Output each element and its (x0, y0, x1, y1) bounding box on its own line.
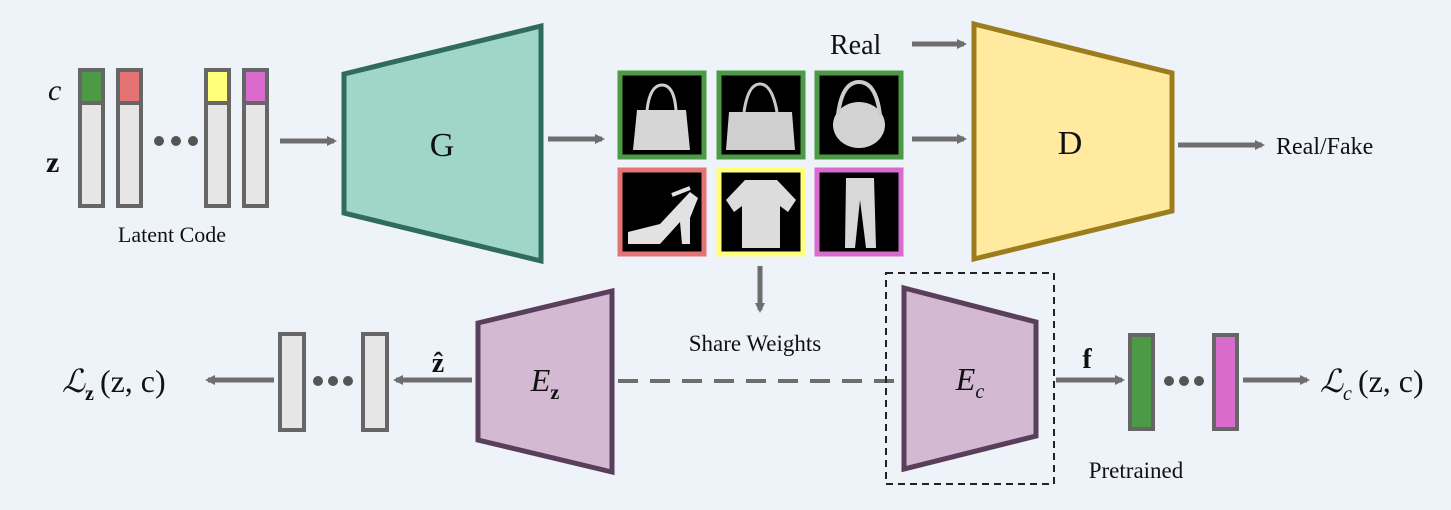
encoder-c-label: Ec (955, 361, 985, 403)
loss-z-label: ℒz(z, c) (62, 363, 166, 405)
latent-vector-1 (78, 68, 105, 208)
c-label: c (48, 74, 61, 107)
sample-handbag-2 (716, 70, 806, 160)
z-hat-label: ẑ (432, 348, 444, 379)
latent-code-c-green (78, 68, 105, 105)
latent-code-c-red (116, 68, 143, 105)
encoder-z-label: Ez (530, 362, 560, 404)
encoder-z-block: Ez (475, 287, 615, 476)
generated-samples (617, 70, 904, 257)
predicted-c-pink (1212, 333, 1239, 431)
generator-block: G (341, 22, 544, 265)
real-label: Real (830, 30, 882, 61)
real-fake-label: Real/Fake (1276, 134, 1373, 160)
loss-c-label: ℒc(z, c) (1320, 363, 1424, 405)
share-weights-label: Share Weights (689, 331, 822, 356)
latent-vector-2 (116, 68, 143, 208)
latent-code: c z Latent Code (46, 68, 269, 247)
sample-trousers (814, 167, 904, 257)
pretrained-label: Pretrained (1089, 458, 1184, 483)
sample-handbag-3 (814, 70, 904, 160)
predicted-c-green (1128, 333, 1155, 431)
discriminator-label: D (1058, 125, 1083, 162)
pretrained-box (885, 272, 1055, 485)
z-label: z (46, 146, 59, 179)
feature-label: f (1082, 344, 1092, 375)
predicted-c-vector (1128, 333, 1239, 431)
latent-code-c-yellow (204, 68, 231, 105)
latent-vector-4 (242, 68, 269, 208)
latent-code-caption: Latent Code (118, 222, 226, 247)
predicted-z-vector (278, 332, 389, 432)
sample-tshirt (716, 167, 806, 257)
latent-code-c-pink (242, 68, 269, 105)
latent-vector-3 (204, 68, 231, 208)
encoder-c-block: Ec (901, 284, 1039, 473)
sample-handbag-1 (617, 70, 707, 160)
sample-sandal (617, 167, 707, 257)
ellipsis-dots (154, 136, 198, 146)
discriminator-block: D (971, 20, 1175, 263)
generator-label: G (430, 127, 455, 164)
